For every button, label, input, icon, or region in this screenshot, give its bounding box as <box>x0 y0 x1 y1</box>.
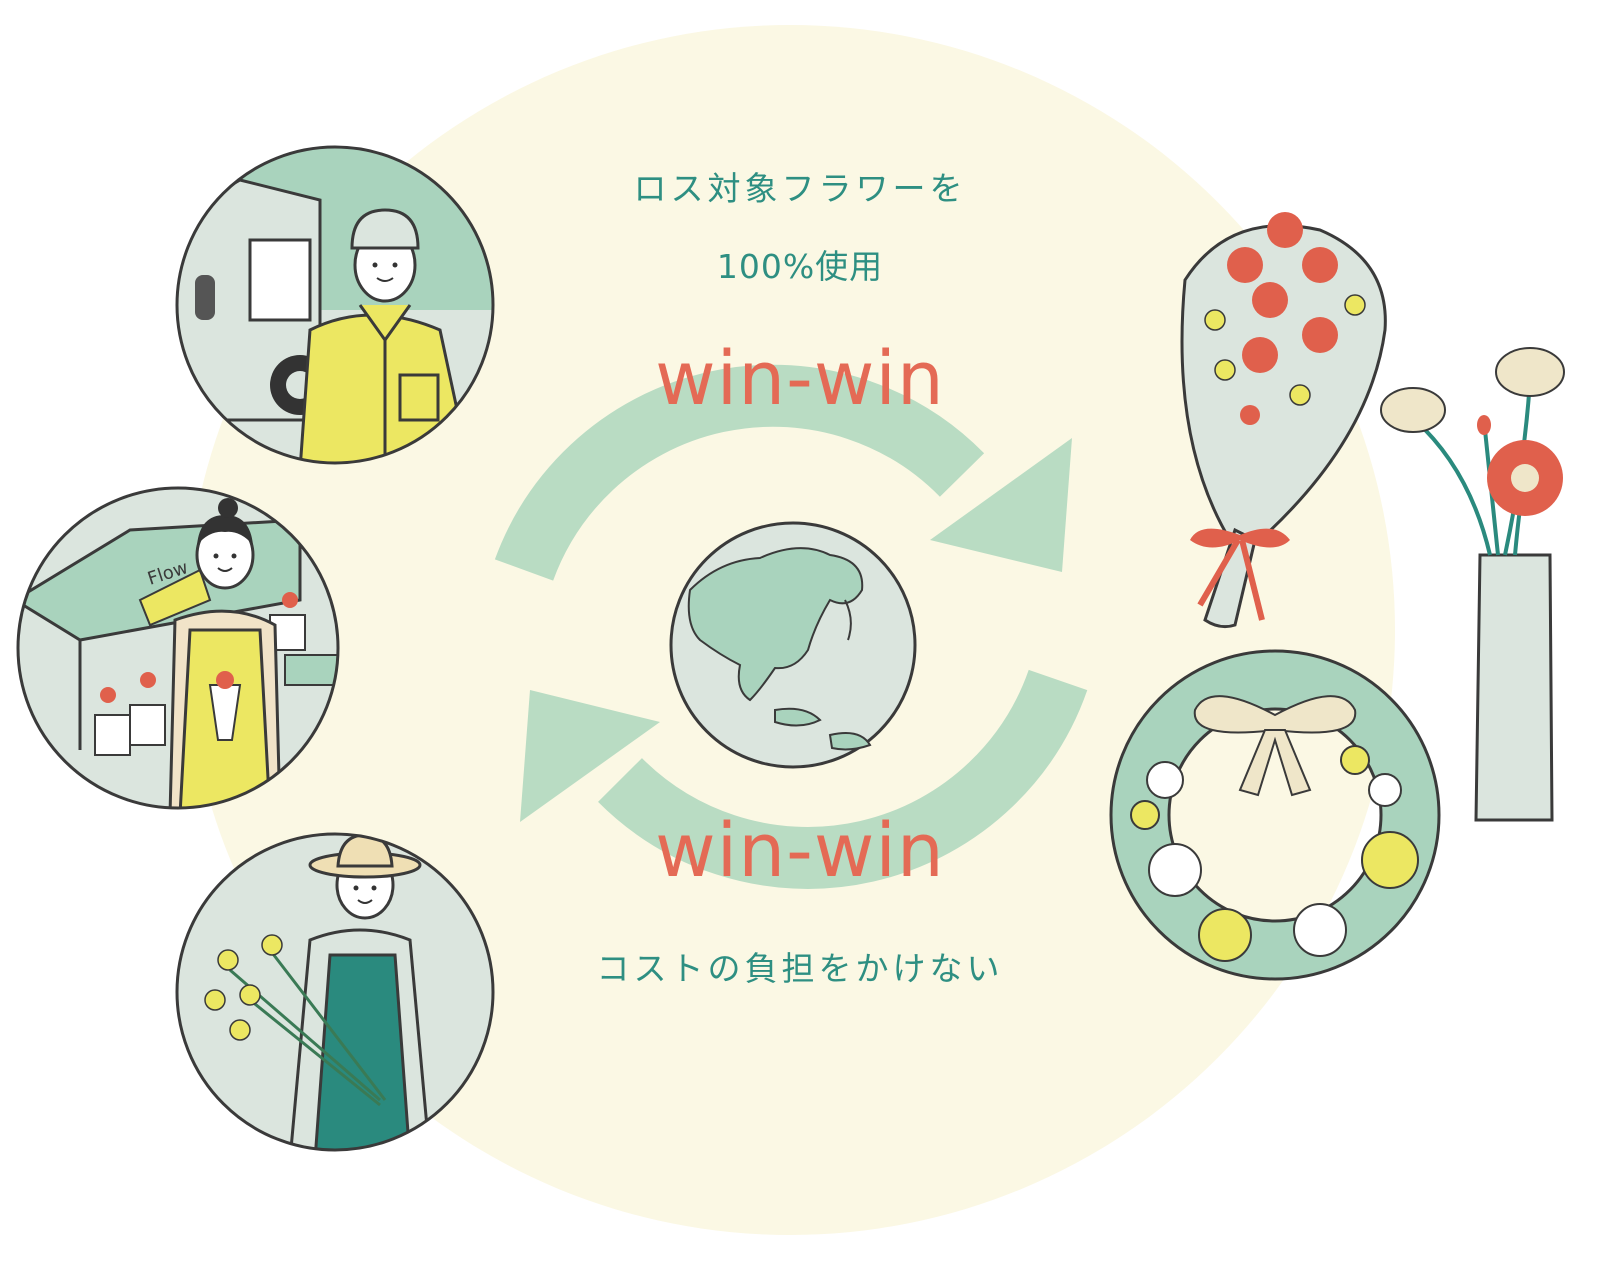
cycle-arrow-icon <box>494 364 1088 889</box>
winwin-label-bottom: win-win <box>655 808 945 894</box>
winwin-label-top: win-win <box>655 336 945 422</box>
florist-icon: Flow <box>16 486 340 810</box>
vase-flowers-icon <box>1380 347 1565 822</box>
bouquet-icon <box>1180 212 1387 629</box>
caption-top-line1: ロス対象フラワーを <box>633 169 967 208</box>
farmer-icon <box>175 832 495 1152</box>
caption-bottom: コストの負担をかけない <box>596 949 1004 988</box>
wreath-icon <box>1109 649 1441 981</box>
caption-top-line2: 100%使用 <box>716 247 884 286</box>
globe-icon <box>669 521 917 769</box>
